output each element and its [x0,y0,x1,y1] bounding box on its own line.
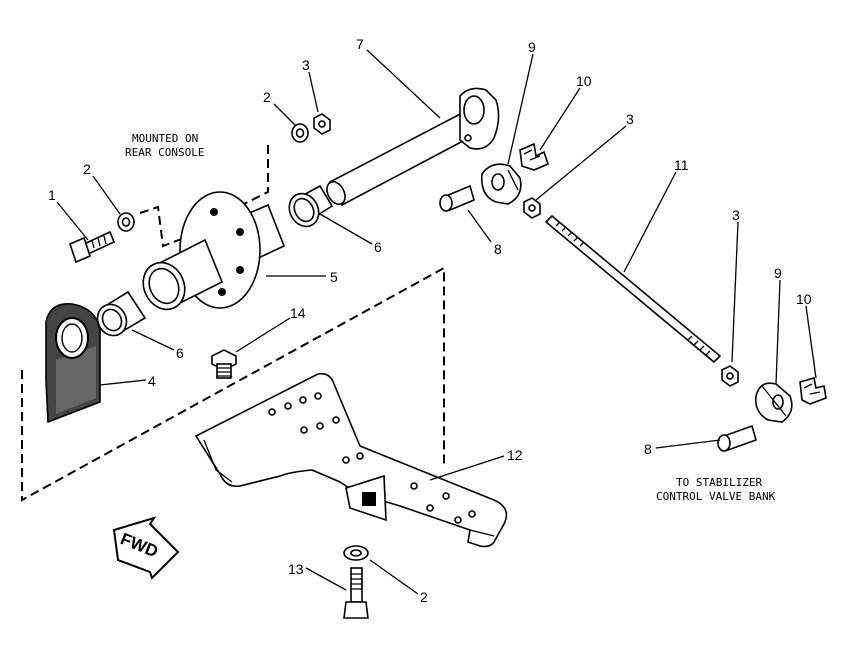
part-5-flanged-hub [142,191,286,311]
part-9-clevis-lower [754,382,793,423]
part-12-lower-bracket [194,372,508,548]
note-mounted-line-2: REAR CONSOLE [125,146,204,159]
callout-14: 14 [290,305,306,321]
part-10-clip-lower [799,376,827,405]
callout-8-upper: 8 [494,241,502,257]
callout-2-upper: 2 [263,89,271,105]
part-6-upper-bushing [288,184,334,228]
part-6-lower-bushing [96,290,147,337]
callout-9-lower: 9 [774,265,782,281]
part-10-clip-upper [519,142,549,171]
part-7-shaft-tube [326,87,500,207]
note-mounted-on-rear-console: MOUNTED ON REAR CONSOLE [125,132,204,159]
callout-11: 11 [674,157,689,173]
callout-3-middle: 3 [626,111,634,127]
part-14-screw [211,349,237,379]
callout-labels: 1 2 2 3 7 9 10 3 11 3 9 10 8 8 5 6 6 4 1… [48,36,812,605]
part-9-clevis-upper [480,163,522,205]
bracket-holes [268,392,476,524]
part-1-bolt [69,230,116,264]
note-stabilizer-line-1: TO STABILIZER [676,476,762,489]
callout-13: 13 [288,561,304,577]
fwd-arrow: FWD [112,516,180,580]
callout-2-left: 2 [83,161,91,177]
part-3-nut-middle [523,197,541,219]
callout-4: 4 [148,373,156,389]
callout-3-lower: 3 [732,207,740,223]
callout-1: 1 [48,187,56,203]
part-3-nut-lower [721,365,739,387]
part-13-bolt [343,567,369,619]
callout-2-bottom: 2 [420,589,428,605]
part-8-pin-upper [439,184,475,212]
leader-lines [56,49,817,595]
callout-3-upper: 3 [302,57,310,73]
part-3-nut-upper [313,113,331,135]
callout-5: 5 [330,269,338,285]
part-8-pin-lower [717,424,757,452]
note-stabilizer-line-2: CONTROL VALVE BANK [656,490,776,503]
callout-10-upper: 10 [576,73,592,89]
part-4-mount-bracket [45,303,101,424]
callout-8-lower: 8 [644,441,652,457]
callout-12: 12 [507,447,523,463]
callout-10-lower: 10 [796,291,812,307]
part-2-washer-upper [291,123,309,143]
note-to-stabilizer-valve-bank: TO STABILIZER CONTROL VALVE BANK [656,476,776,503]
note-mounted-line-1: MOUNTED ON [132,132,198,145]
part-2-washer-bottom [343,545,369,561]
part-2-washer-left [117,212,135,232]
callout-9-upper: 9 [528,39,536,55]
callout-7: 7 [356,36,364,52]
callout-6-lower: 6 [176,345,184,361]
part-11-threaded-rod [544,214,722,364]
callout-6-upper: 6 [374,239,382,255]
